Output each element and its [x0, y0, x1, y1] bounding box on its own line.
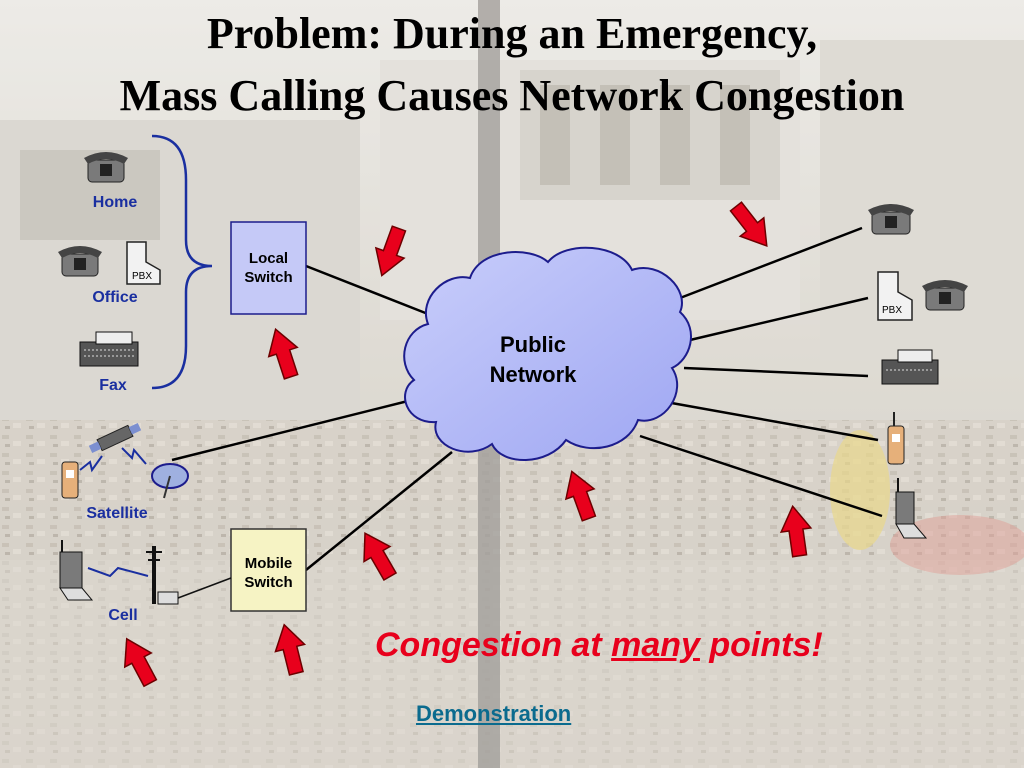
arrow-right-bottom [777, 503, 816, 559]
label-pbx-right: PBX [882, 305, 903, 316]
local-switch-label-line2: Switch [244, 269, 293, 286]
satellite-icon [88, 422, 142, 454]
mobile-switch-label-line2: Switch [244, 574, 293, 591]
satellite-dish-icon [151, 463, 189, 499]
arrow-right-top [723, 196, 780, 256]
public-network-cloud [403, 246, 692, 461]
arrow-mobile-bottom [268, 620, 312, 678]
mobile-switch-label-line1: Mobile [244, 555, 293, 572]
link-local-network [305, 264, 429, 316]
arrow-cell [112, 631, 165, 691]
link-network-fax [683, 366, 869, 378]
arrow-mobile-top [351, 524, 404, 585]
arrow-network-bottom [556, 465, 604, 525]
right-handset-icon [887, 412, 905, 465]
arrow-local-top [366, 222, 414, 282]
right-office-phone-icon [922, 280, 968, 311]
slide-title-line2: Mass Calling Causes Network Congestion [119, 71, 905, 120]
link-network-pbx [689, 296, 869, 342]
home-phone-icon [84, 152, 128, 183]
congestion-message: Congestion at many points! [375, 626, 823, 665]
right-phone-icon [868, 204, 914, 235]
network-label-line2: Network [489, 362, 577, 387]
label-office: Office [92, 289, 138, 306]
arrow-local-bottom [260, 323, 307, 383]
cellphone-left-icon [59, 540, 94, 601]
congestion-text-before: Congestion at [375, 626, 612, 664]
slide-title-line1: Problem: During an Emergency, [206, 9, 818, 58]
fax-icon [79, 331, 139, 367]
network-label-line1: Public [499, 332, 566, 357]
office-phone-icon [58, 246, 102, 277]
link-mobile-network [305, 451, 453, 571]
congestion-text-after: points! [699, 626, 823, 664]
label-fax: Fax [99, 377, 127, 394]
link-satellite-network [171, 398, 413, 462]
cell-signal [87, 566, 149, 578]
group-brace [151, 134, 213, 390]
demonstration-link[interactable]: Demonstration [416, 701, 572, 726]
label-cell: Cell [108, 607, 138, 624]
local-switch-label-line1: Local [248, 250, 289, 267]
label-satellite: Satellite [86, 505, 148, 522]
right-cellphone-icon [895, 478, 928, 539]
congestion-emphasis: many [611, 626, 700, 664]
satellite-signal [79, 455, 103, 473]
link-network-phone-top [679, 226, 863, 300]
label-pbx-left: PBX [132, 271, 153, 282]
satellite-phone-icon [61, 461, 79, 499]
right-fax-icon [881, 349, 939, 385]
mobile-switch-box [230, 528, 307, 612]
label-home: Home [92, 194, 138, 211]
pbx-left-icon [126, 241, 161, 285]
link-network-handset [665, 400, 879, 442]
satellite-signal-2 [121, 447, 147, 465]
cell-tower-icon [146, 546, 232, 605]
link-network-cellphone [639, 434, 883, 518]
pbx-right-icon [877, 271, 913, 321]
local-switch-box [230, 221, 307, 315]
